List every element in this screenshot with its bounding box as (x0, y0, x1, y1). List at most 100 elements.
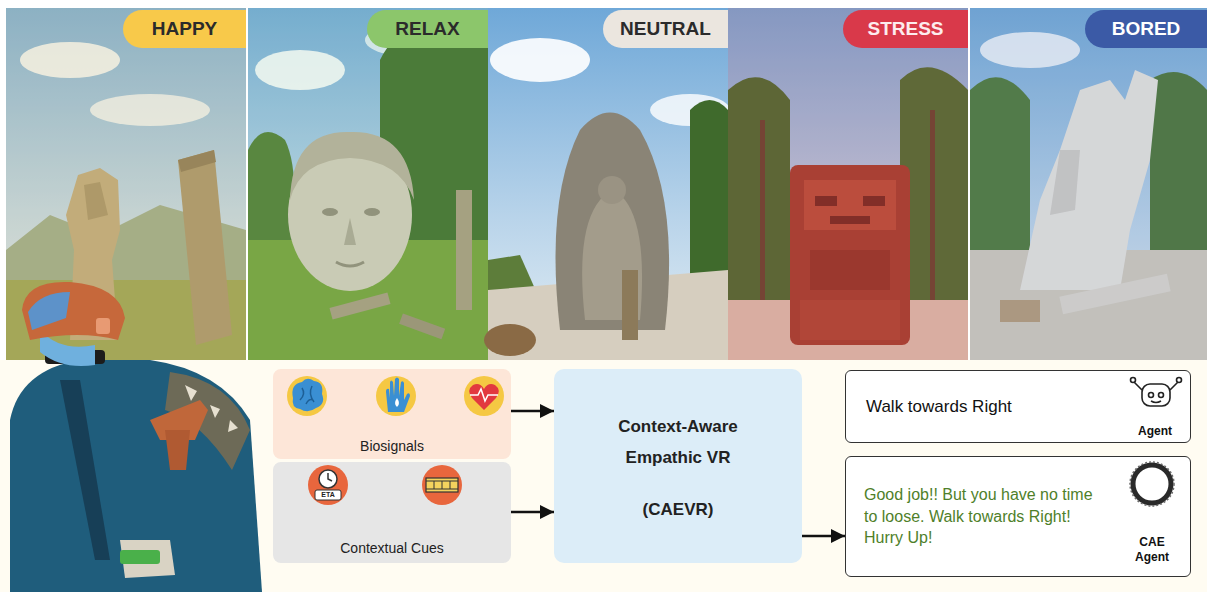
flow-arrow (802, 535, 845, 538)
stress-scene (728, 77, 790, 300)
emotion-tag: HAPPY (123, 10, 246, 48)
neutral-scene (484, 8, 730, 360)
bored-scene (1050, 150, 1080, 215)
stress-scene (728, 8, 968, 360)
clock-eta-icon (308, 465, 348, 505)
stress-scene (815, 196, 837, 206)
emotion-tag: RELAX (367, 10, 488, 48)
neutral-scene (598, 176, 626, 204)
flow-arrow (511, 410, 554, 413)
happy-scene (6, 8, 246, 360)
output-box: Good job!! But you have no time to loose… (845, 456, 1191, 577)
person-photo (96, 318, 110, 334)
emotion-tag: STRESS (843, 10, 968, 48)
neutral-scene (488, 8, 728, 360)
node-text: NEUTRAL (620, 18, 711, 40)
bored-scene (970, 77, 1030, 260)
cae-ring-icon (1130, 462, 1174, 506)
brain-icon (287, 376, 327, 416)
relax-scene (399, 313, 445, 339)
person-photo (45, 350, 105, 364)
node-text: Good job!! But you have no time to loose… (864, 484, 1104, 549)
stress-scene (728, 300, 968, 360)
heart-icon (470, 389, 498, 401)
robot-icon (1131, 378, 1136, 383)
bored-scene (970, 8, 1207, 360)
icon-label-holder: ETA (315, 490, 341, 500)
person-photo (150, 400, 208, 440)
relax-scene (248, 8, 488, 360)
happy-scene (6, 205, 246, 300)
clock-eta-icon (315, 490, 341, 500)
person-photo (120, 550, 160, 564)
film-strip-icon (422, 465, 462, 505)
stress-scene (830, 216, 870, 224)
stress-scene (810, 250, 890, 290)
person-photo (120, 540, 175, 578)
relax-scene (322, 208, 338, 216)
happy-scene (178, 150, 216, 172)
person-photo (10, 360, 262, 592)
relax-scene (288, 139, 412, 291)
neutral-scene (690, 100, 728, 300)
person-photo (10, 282, 262, 592)
neutral-scene (556, 113, 670, 331)
node-subtext: CAE Agent (1130, 535, 1174, 564)
heart-icon (464, 376, 504, 416)
neutral-scene (488, 270, 728, 360)
output-box: Walk towards RightAgent (845, 370, 1191, 443)
person-photo (28, 292, 70, 330)
stress-scene (760, 120, 765, 320)
robot-icon (1149, 393, 1154, 398)
relax-scene (380, 25, 488, 250)
stress-scene (728, 8, 968, 360)
process-box: Context-Aware Empathic VR(CAEVR) (554, 369, 802, 563)
film-strip-icon (426, 478, 458, 492)
node-text: Biosignals (360, 438, 424, 454)
happy-scene (6, 8, 246, 360)
hand-sweat-icon (386, 378, 410, 413)
node-text: Contextual Cues (340, 540, 444, 556)
bored-scene (970, 8, 1207, 360)
neutral-scene (650, 94, 730, 126)
relax-scene (248, 132, 295, 250)
stress-scene (804, 180, 896, 230)
happy-scene (84, 182, 108, 220)
node-text: Context-Aware Empathic VR (593, 412, 763, 473)
clock-eta-icon (319, 470, 337, 488)
happy-scene (178, 150, 232, 345)
person-photo (60, 380, 110, 560)
robot-icon (1142, 384, 1170, 406)
person-photo (165, 372, 250, 470)
hand-sweat-icon (395, 398, 399, 407)
stress-scene (863, 196, 885, 206)
heart-icon (464, 376, 504, 416)
bored-scene (1020, 70, 1158, 290)
heart-icon (469, 384, 499, 410)
relax-scene (248, 240, 488, 360)
stress-scene (800, 300, 900, 340)
stress-scene (930, 110, 935, 320)
node-text: HAPPY (152, 18, 217, 40)
relax-scene (290, 132, 414, 200)
person-photo (165, 430, 190, 470)
robot-icon (1131, 378, 1182, 407)
node-text: BORED (1112, 18, 1181, 40)
neutral-scene (484, 324, 536, 356)
happy-scene (66, 168, 120, 340)
neutral-scene (490, 38, 590, 82)
neutral-scene (622, 270, 638, 340)
bored-scene (1000, 300, 1040, 322)
emotion-tag: BORED (1085, 10, 1207, 48)
person-photo (22, 282, 125, 340)
input-group-box: Biosignals (273, 369, 511, 459)
hand-sweat-icon (376, 376, 416, 416)
film-strip-icon (426, 481, 458, 489)
robot-icon (1151, 401, 1161, 403)
node-text: RELAX (395, 18, 459, 40)
happy-scene (6, 280, 246, 360)
relax-scene (248, 8, 488, 360)
